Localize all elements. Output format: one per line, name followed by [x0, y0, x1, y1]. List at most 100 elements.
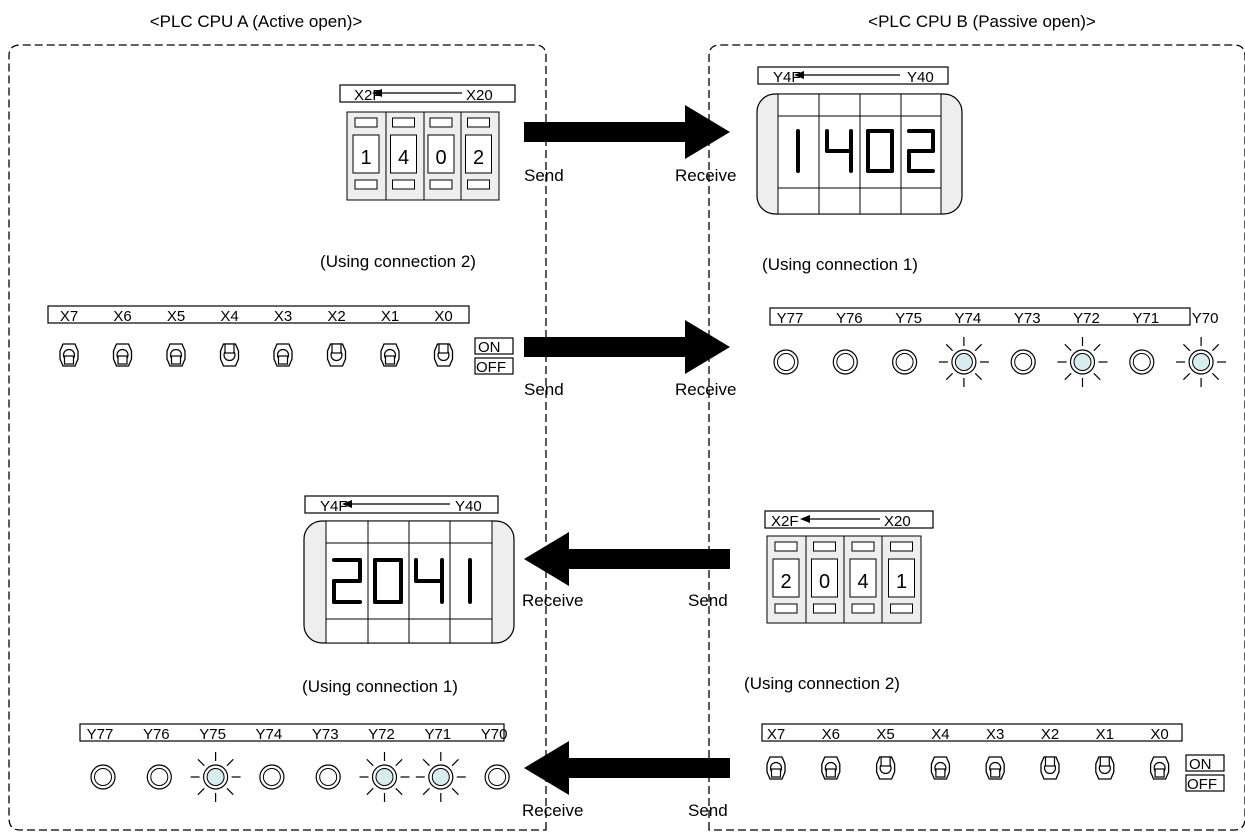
cpu-b-lamp-label-y75: Y75	[895, 310, 922, 327]
lamp-lit-icon	[415, 752, 466, 802]
digit-wheel-value[interactable]: 2	[473, 147, 484, 169]
cpu-b-lamp-label-y73: Y73	[1014, 310, 1041, 327]
cpu-b-receive-label-2: Receive	[675, 380, 736, 399]
cpu-a-switch-label-x4: X4	[220, 308, 238, 325]
cpu-b-lamp-label-bar	[769, 307, 1191, 326]
cpu-b-lamp-row	[773, 337, 1227, 387]
lamp-off-icon	[259, 764, 285, 790]
lamp-lit-icon	[190, 752, 241, 802]
cpu-a-lamp-row	[90, 752, 510, 802]
cpu-a-receive-label-1: Receive	[522, 591, 583, 610]
cpu-a-switch-label-x1: X1	[381, 308, 399, 325]
lamp-lit-icon	[1176, 337, 1227, 387]
digit-wheel-value[interactable]: 0	[819, 571, 830, 593]
seven-segment-digit	[866, 129, 894, 173]
cpu-b-switch-label-x3: X3	[986, 726, 1004, 743]
lamp-off-icon	[832, 349, 858, 375]
cpu-a-lamp-label-y74: Y74	[256, 726, 283, 743]
send-arrow-a-to-b-2	[524, 320, 730, 374]
cpu-a-switch-label-bar	[47, 305, 470, 324]
cpu-a-display-range-from: Y4F	[320, 498, 348, 515]
cpu-a-send-label-2: Send	[524, 380, 564, 399]
cpu-b-switch-label-x2: X2	[1041, 726, 1059, 743]
lamp-off-icon	[146, 764, 172, 790]
cpu-b-switch-label-x4: X4	[931, 726, 949, 743]
seven-segment-digit	[907, 129, 935, 173]
cpu-b-lamp-label-y71: Y71	[1132, 310, 1159, 327]
cpu-b-lamp-label-y76: Y76	[836, 310, 863, 327]
toggle-switch-icon[interactable]	[985, 756, 1005, 780]
digit-wheel-value[interactable]: 4	[857, 571, 868, 593]
lamp-off-icon	[1129, 349, 1155, 375]
cpu-b-switch-label-x1: X1	[1096, 726, 1114, 743]
toggle-switch-icon[interactable]	[380, 343, 400, 367]
cpu-a-title: <PLC CPU A (Active open)>	[150, 12, 363, 31]
toggle-switch-icon[interactable]	[273, 343, 293, 367]
cpu-b-switch-range-to: X20	[884, 513, 911, 530]
cpu-a-switch-label-x7: X7	[60, 308, 78, 325]
digit-wheel-value[interactable]: 2	[780, 571, 791, 593]
cpu-b-send-label-1: Send	[688, 591, 728, 610]
cpu-a-switch-label-x5: X5	[167, 308, 185, 325]
cpu-b-switch-label-x7: X7	[767, 726, 785, 743]
cpu-b-switch-label-bar	[761, 723, 1183, 742]
seven-segment-digit	[373, 558, 403, 604]
toggle-switch-icon[interactable]	[821, 756, 841, 780]
toggle-switch-icon[interactable]	[1040, 756, 1060, 780]
lamp-off-icon	[891, 349, 918, 375]
cpu-b-connection-note-1: (Using connection 1)	[762, 255, 918, 274]
range-arrow-icon	[372, 89, 382, 97]
digit-wheel-value[interactable]: 0	[435, 147, 446, 169]
cpu-b-on-label: ON	[1189, 756, 1212, 773]
cpu-a-frame	[8, 44, 547, 831]
cpu-b-toggle-switch-row	[766, 756, 1170, 780]
cpu-b-receive-label-1: Receive	[675, 166, 736, 185]
cpu-b-lamp-label-y74: Y74	[955, 310, 982, 327]
cpu-a-toggle-switch-row	[59, 343, 454, 367]
cpu-a-lamp-label-y70: Y70	[481, 726, 508, 743]
send-arrow-a-to-b-1	[524, 105, 730, 159]
cpu-b-lamp-label-y70: Y70	[1192, 310, 1219, 327]
cpu-a-lamp-label-y77: Y77	[87, 726, 114, 743]
cpu-a-off-label: OFF	[476, 359, 506, 376]
send-arrow-b-to-a-2	[524, 741, 730, 795]
cpu-a-switch-range-to: X20	[466, 87, 493, 104]
cpu-a-switch-label-x6: X6	[113, 308, 131, 325]
toggle-switch-icon[interactable]	[326, 343, 347, 367]
cpu-a-switch-label-x0: X0	[434, 308, 452, 325]
cpu-b-title: <PLC CPU B (Passive open)>	[868, 12, 1096, 31]
toggle-switch-icon[interactable]	[930, 756, 951, 780]
toggle-switch-icon[interactable]	[1149, 756, 1170, 780]
lamp-off-icon	[90, 764, 116, 790]
cpu-a-connection-note-2: (Using connection 1)	[302, 677, 458, 696]
toggle-switch-icon[interactable]	[875, 756, 896, 780]
cpu-a-switch-label-x2: X2	[327, 308, 345, 325]
toggle-switch-icon[interactable]	[112, 343, 133, 367]
lamp-lit-icon	[359, 752, 410, 802]
toggle-switch-icon[interactable]	[433, 343, 454, 367]
cpu-a-lamp-label-bar	[79, 723, 505, 742]
cpu-a-connection-note-1: (Using connection 2)	[320, 252, 476, 271]
cpu-a-lamp-label-y72: Y72	[368, 726, 395, 743]
toggle-switch-icon[interactable]	[59, 343, 79, 367]
seven-segment-digit	[332, 558, 362, 604]
digit-wheel-value[interactable]: 1	[896, 571, 907, 593]
cpu-a-lamp-label-y76: Y76	[143, 726, 170, 743]
toggle-switch-icon[interactable]	[219, 343, 240, 367]
lamp-lit-icon	[938, 337, 989, 387]
toggle-switch-icon[interactable]	[766, 756, 786, 780]
digit-wheel-value[interactable]: 1	[360, 147, 371, 169]
cpu-a-lamp-label-y75: Y75	[199, 726, 226, 743]
lamp-lit-icon	[1057, 337, 1108, 387]
toggle-switch-icon[interactable]	[166, 343, 186, 367]
cpu-b-switch-label-x0: X0	[1150, 726, 1168, 743]
digit-wheel-value[interactable]: 4	[398, 147, 409, 169]
cpu-b-connection-note-2: (Using connection 2)	[744, 674, 900, 693]
seven-segment-digit	[825, 129, 853, 173]
lamp-off-icon	[484, 764, 510, 790]
cpu-b-display-range-to: Y40	[907, 69, 934, 86]
cpu-b-frame	[708, 44, 1245, 831]
toggle-switch-icon[interactable]	[1095, 756, 1115, 780]
cpu-a-receive-label-2: Receive	[522, 801, 583, 820]
